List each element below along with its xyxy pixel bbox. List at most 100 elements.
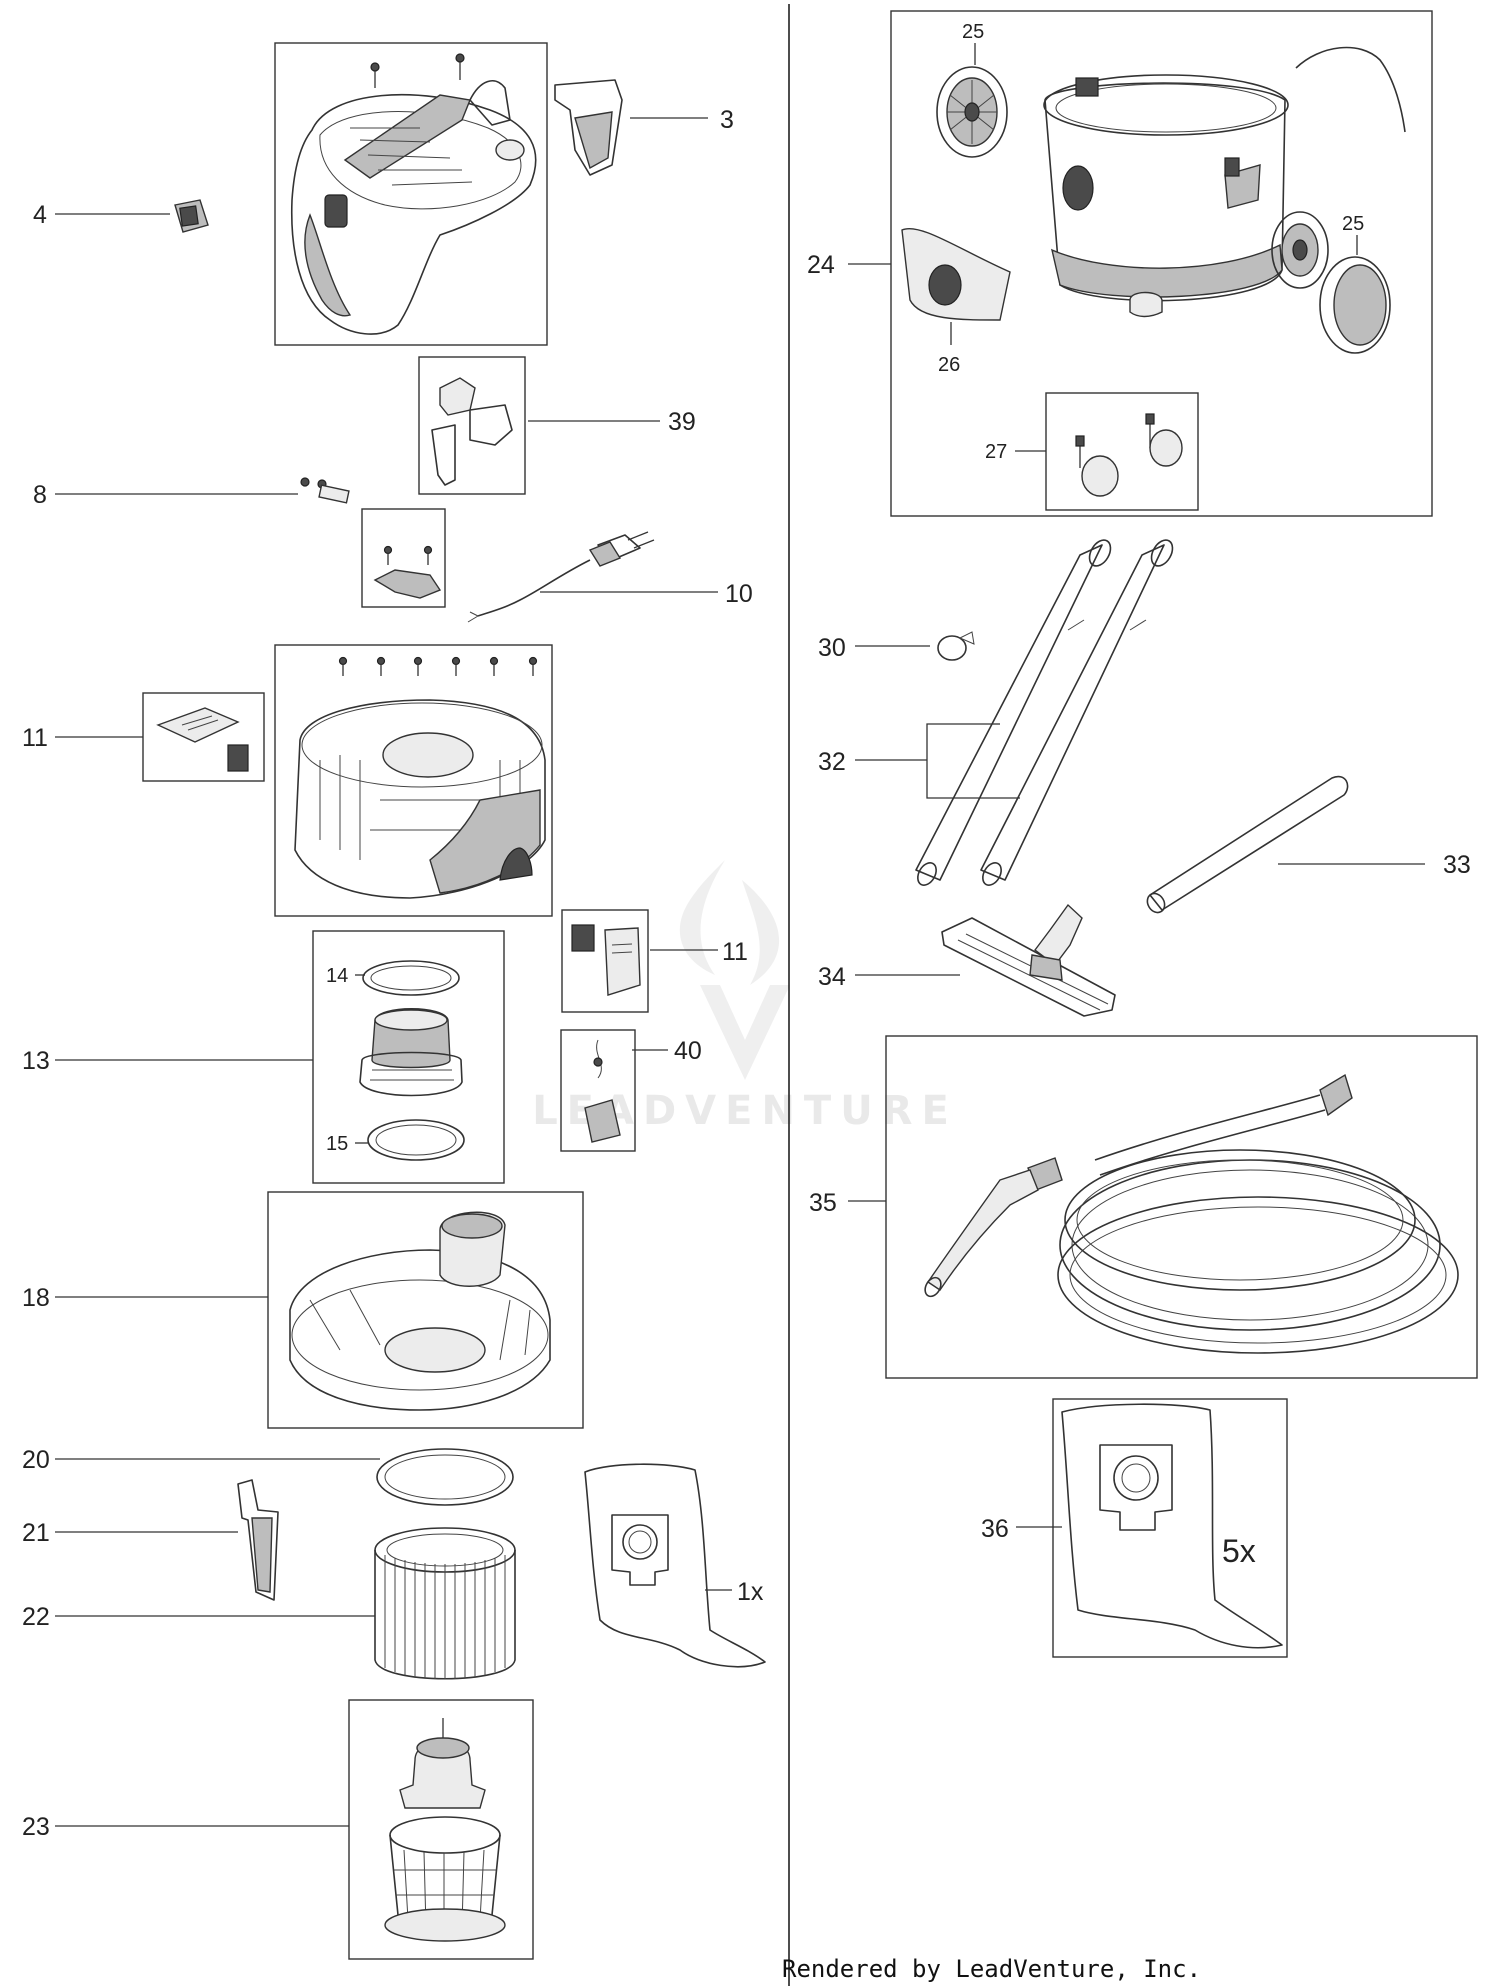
- flap-bracket: [227, 744, 249, 772]
- hose-clip: [937, 635, 967, 661]
- filter-basket-frame: [348, 1699, 534, 1960]
- callout-32: 32: [818, 748, 846, 776]
- bag-quantity-pack: 5x: [1222, 1533, 1256, 1569]
- tube-right-seam: [1129, 619, 1147, 631]
- floor-nozzle-part: 34: [818, 903, 1116, 1017]
- callout-23: 23: [22, 1813, 50, 1841]
- tube-left-top: [1088, 539, 1112, 567]
- cable-holder-frame: [418, 356, 526, 495]
- container-latch: [1075, 77, 1099, 97]
- cover-flap-part-right: 11: [561, 909, 748, 1013]
- callout-3: 3: [720, 106, 734, 134]
- flap-bracket: [571, 924, 595, 952]
- caster-foot: [1129, 291, 1163, 318]
- bracket-32: [926, 723, 1020, 799]
- caster-right: [1145, 413, 1183, 467]
- housing-top-rim: [301, 702, 543, 788]
- callout-30: 30: [818, 634, 846, 662]
- callout-27: 27: [985, 441, 1007, 463]
- carbon-brush: [318, 484, 350, 504]
- inlet-adaptor-hole: [928, 264, 962, 306]
- extension-tube-left: [915, 544, 1103, 881]
- dust-bag-collar: [611, 1514, 669, 1586]
- cover-flap-frame-right: [561, 909, 649, 1013]
- footer-credit: Rendered by LeadVenture, Inc.: [782, 1955, 1201, 1983]
- callout-25-right: 25: [1342, 213, 1364, 235]
- cable-holder-body: [469, 404, 513, 446]
- front-panel: [304, 213, 352, 317]
- filter-head-center: [384, 1327, 486, 1373]
- dust-bag-hole-inner: [628, 1530, 652, 1554]
- floor-nozzle-joint: [1029, 954, 1063, 981]
- leadventure-watermark: LEADVENTURE: [532, 860, 949, 1134]
- wheel-part-top: 25: [936, 21, 1008, 158]
- crevice-tool-end: [1146, 892, 1166, 914]
- screw-icon: [528, 656, 538, 676]
- top-cover-shell: [290, 93, 537, 335]
- cover-flap-ribs: [181, 715, 219, 731]
- basket-cap-top: [416, 1737, 470, 1759]
- screw-icon: [383, 545, 393, 565]
- tube-right-bottom: [982, 862, 1002, 886]
- caster-assembly: 27: [985, 392, 1199, 511]
- inlet-adaptor-part: 26: [901, 228, 1011, 376]
- container-base-band: [1051, 243, 1283, 298]
- float-valve-body: [584, 1099, 621, 1143]
- filter-clip: [237, 1479, 279, 1601]
- switch-opening: [324, 194, 348, 228]
- float-valve-frame: [560, 1029, 636, 1152]
- callout-18: 18: [22, 1284, 50, 1312]
- basket-ribs: [394, 1849, 496, 1930]
- filter-head-frame: [267, 1191, 584, 1429]
- callout-24: 24: [807, 251, 835, 279]
- motor-fan-ribs: [370, 1069, 454, 1081]
- dust-bag-hole-inner: [1121, 1463, 1151, 1493]
- filter-clip-plate: [251, 1517, 273, 1593]
- filter-clip-part: 21: [22, 1479, 279, 1601]
- floor-nozzle-head: [941, 917, 1116, 1017]
- container-latch: [1224, 157, 1240, 177]
- housing-arch: [499, 847, 533, 881]
- motor-seal-ring-bottom-inner: [375, 1124, 457, 1156]
- motor-seal-ring-top: [362, 960, 460, 996]
- cord-wire: [467, 611, 479, 623]
- hose-handle-tip: [924, 1276, 942, 1298]
- flame-logo-icon: [679, 860, 790, 1080]
- filter-head-ribs: [309, 1289, 531, 1361]
- top-cover-assembly: [274, 42, 548, 346]
- dust-bag-pack-frame: [1052, 1398, 1288, 1658]
- motor-housing-frame: [274, 644, 553, 917]
- callout-22: 22: [22, 1603, 50, 1631]
- inlet-opening: [441, 1213, 503, 1239]
- wheel-cap-face: [1333, 264, 1387, 346]
- motor-frame: [312, 930, 505, 1184]
- container-inner-rim: [1055, 83, 1277, 133]
- filter-head-shell: [289, 1249, 551, 1411]
- container-drum: [1044, 82, 1286, 302]
- crevice-tool-part: 33: [1146, 775, 1471, 914]
- caster-left: [1075, 435, 1119, 497]
- screw-icon: [338, 656, 348, 676]
- dust-bag-hole: [1113, 1455, 1159, 1501]
- plug-body: [588, 541, 622, 567]
- filter-seal-part: 20: [22, 1446, 514, 1506]
- carry-handle: [343, 94, 471, 179]
- strain-relief-clamp: [373, 569, 442, 599]
- strain-relief-assembly: [361, 508, 446, 608]
- screw-icon: [451, 656, 461, 676]
- motor-top-cap: [374, 1009, 448, 1031]
- extension-tube-right: [980, 544, 1165, 881]
- filter-head-assembly: 18: [22, 1191, 584, 1429]
- motor-seal-ring-bottom: [367, 1119, 465, 1161]
- callout-13: 13: [22, 1047, 50, 1075]
- callout-20: 20: [22, 1446, 50, 1474]
- hose-handle: [927, 1169, 1039, 1291]
- wheel-axle: [964, 102, 980, 122]
- dust-bag-single: 1x: [584, 1463, 766, 1668]
- cover-ribs: [350, 127, 473, 186]
- callout-33: 33: [1443, 851, 1471, 879]
- callout-34: 34: [818, 963, 846, 991]
- carbon-brush-part: 8: [33, 477, 350, 509]
- callout-15: 15: [326, 1133, 348, 1155]
- filter-head-rim: [291, 1279, 549, 1391]
